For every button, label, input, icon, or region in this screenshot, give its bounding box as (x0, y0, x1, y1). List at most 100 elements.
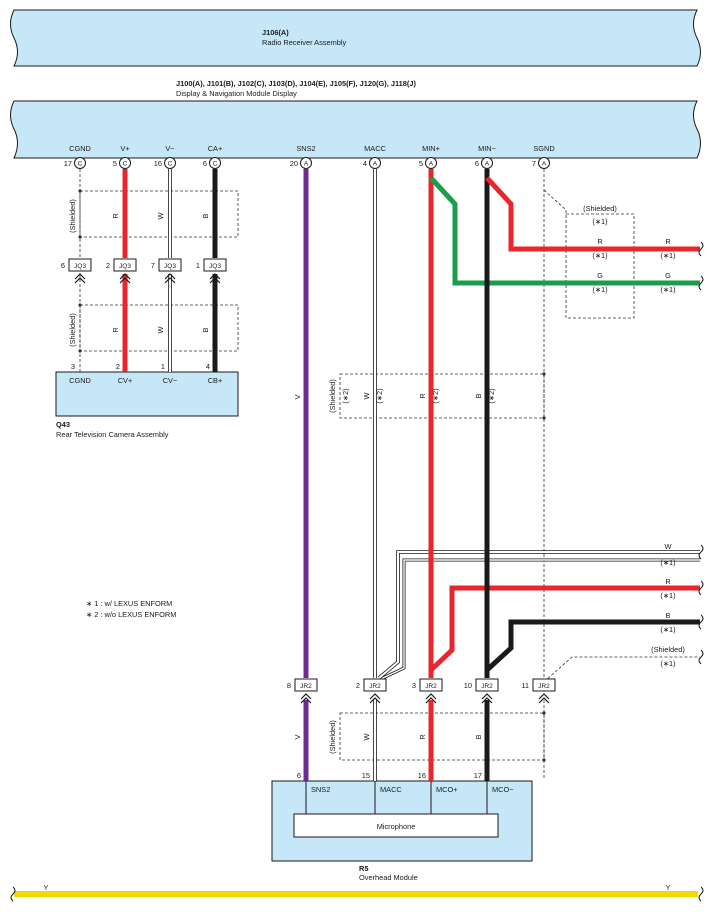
chevron (369, 697, 381, 704)
wire-label-v: V (293, 734, 302, 739)
chevron (209, 273, 221, 280)
connector-label: JR2 (300, 683, 312, 690)
chevron (538, 693, 550, 700)
terminal-name: MIN+ (422, 144, 440, 153)
notes: ∗ 1 : w/ LEXUS ENFORM ∗ 2 : w/o LEXUS EN… (86, 599, 176, 619)
wire-label-r: R (418, 393, 427, 398)
wire-label-note1: (∗1) (592, 285, 607, 294)
terminal-circle (538, 157, 550, 169)
wire-label-w: W (665, 542, 672, 551)
overhead-terminal-pin: 6 (297, 771, 301, 780)
wire-label-b: B (474, 734, 483, 739)
microphone-label: Microphone (377, 822, 416, 831)
terminal-connector-letter: A (304, 161, 309, 168)
terminal-name: CGND (69, 144, 91, 153)
chevron (74, 273, 86, 280)
wire-label-note1: (∗1) (660, 558, 675, 567)
camera-terminal: 2CV+ (116, 362, 132, 385)
wire-green-branch (429, 176, 700, 286)
wire-label-y: Y (666, 883, 671, 892)
camera-terminal: 1CV− (161, 362, 177, 385)
connector-box (475, 678, 499, 692)
shield-box-right (565, 213, 635, 319)
terminal-connector-letter: A (542, 161, 547, 168)
terminal-name: SNS2 (296, 144, 315, 153)
overhead-terminal-name: MCO+ (436, 785, 458, 794)
overhead-module-name: Overhead Module (359, 873, 418, 882)
camera-module-id: Q43 (56, 420, 70, 429)
wire-label-r: R (111, 213, 120, 218)
camera-terminal-pin: 2 (116, 362, 120, 371)
terminal-circle (209, 157, 221, 169)
chevron (164, 273, 176, 280)
wire-label-r: R (111, 327, 120, 332)
terminal-connector-letter: C (213, 161, 218, 168)
chevron (119, 273, 131, 280)
camera-module-name: Rear Television Camera Assembly (56, 430, 169, 439)
connector-pin: 8 (287, 681, 291, 690)
connector-pin: 7 (151, 261, 155, 270)
display-terminal-min-minus: MIN−A6 (475, 144, 496, 169)
camera-terminal-name: CV+ (118, 376, 133, 385)
wire-label-note2: (∗2) (487, 388, 496, 403)
radio-module-id: J106(A) (262, 28, 289, 37)
terminal-connector-letter: A (485, 161, 490, 168)
overhead-module: Microphone R5 Overhead Module (271, 780, 533, 882)
terminal-circle (119, 157, 131, 169)
terminal-name: MIN− (478, 144, 496, 153)
wire-cut-mark (698, 241, 704, 257)
terminal-name: CA+ (208, 144, 223, 153)
terminal-circle (425, 157, 437, 169)
connector-label: JQ3 (119, 263, 131, 270)
wire-label-note1: (∗1) (660, 285, 675, 294)
terminal-connector-letter: C (78, 161, 83, 168)
jr2-connector: JR2 8 (287, 678, 318, 704)
wire-label-w: W (362, 392, 371, 399)
display-terminals: CGNDC17V+C5V−C16CA+C6SNS2A20MACCA4MIN+A5… (64, 144, 555, 169)
terminal-circle (74, 157, 86, 169)
terminal-circle (300, 157, 312, 169)
terminal-circle (369, 157, 381, 169)
camera-terminal: 4CB+ (206, 362, 222, 385)
chevron (119, 277, 131, 284)
wire-label-shielded: (Shielded) (651, 645, 685, 654)
terminal-circle (481, 157, 493, 169)
display-terminal-v-minus: V−C16 (154, 144, 176, 169)
terminal-connector-letter: C (168, 161, 173, 168)
connector-label: JR2 (481, 683, 493, 690)
overhead-terminal-pin: 17 (474, 771, 482, 780)
connector-box (363, 678, 387, 692)
connector-label: JQ3 (209, 263, 221, 270)
wire-label-r: R (665, 237, 670, 246)
terminal-connector-letter: C (123, 161, 128, 168)
connector-box (68, 258, 92, 272)
wire-label-y: Y (44, 883, 49, 892)
terminal-name: MACC (364, 144, 386, 153)
connector-label: JR2 (369, 683, 381, 690)
wire-label-b: B (201, 327, 210, 332)
terminal-pin: 5 (113, 159, 117, 168)
wire-label-shielded: (Shielded) (583, 204, 617, 213)
connector-label: JR2 (425, 683, 437, 690)
overhead-terminal-name: MACC (380, 785, 402, 794)
chevron (164, 277, 176, 284)
camera-terminal-pin: 1 (161, 362, 165, 371)
terminal-pin: 16 (154, 159, 162, 168)
wire-label-note1: (∗1) (660, 659, 675, 668)
chevron (74, 277, 86, 284)
terminal-pin: 20 (290, 159, 298, 168)
chevron (481, 693, 493, 700)
wire-label-r: R (597, 237, 602, 246)
wire-label-w: W (156, 326, 165, 333)
radio-module-name: Radio Receiver Assembly (262, 38, 347, 47)
